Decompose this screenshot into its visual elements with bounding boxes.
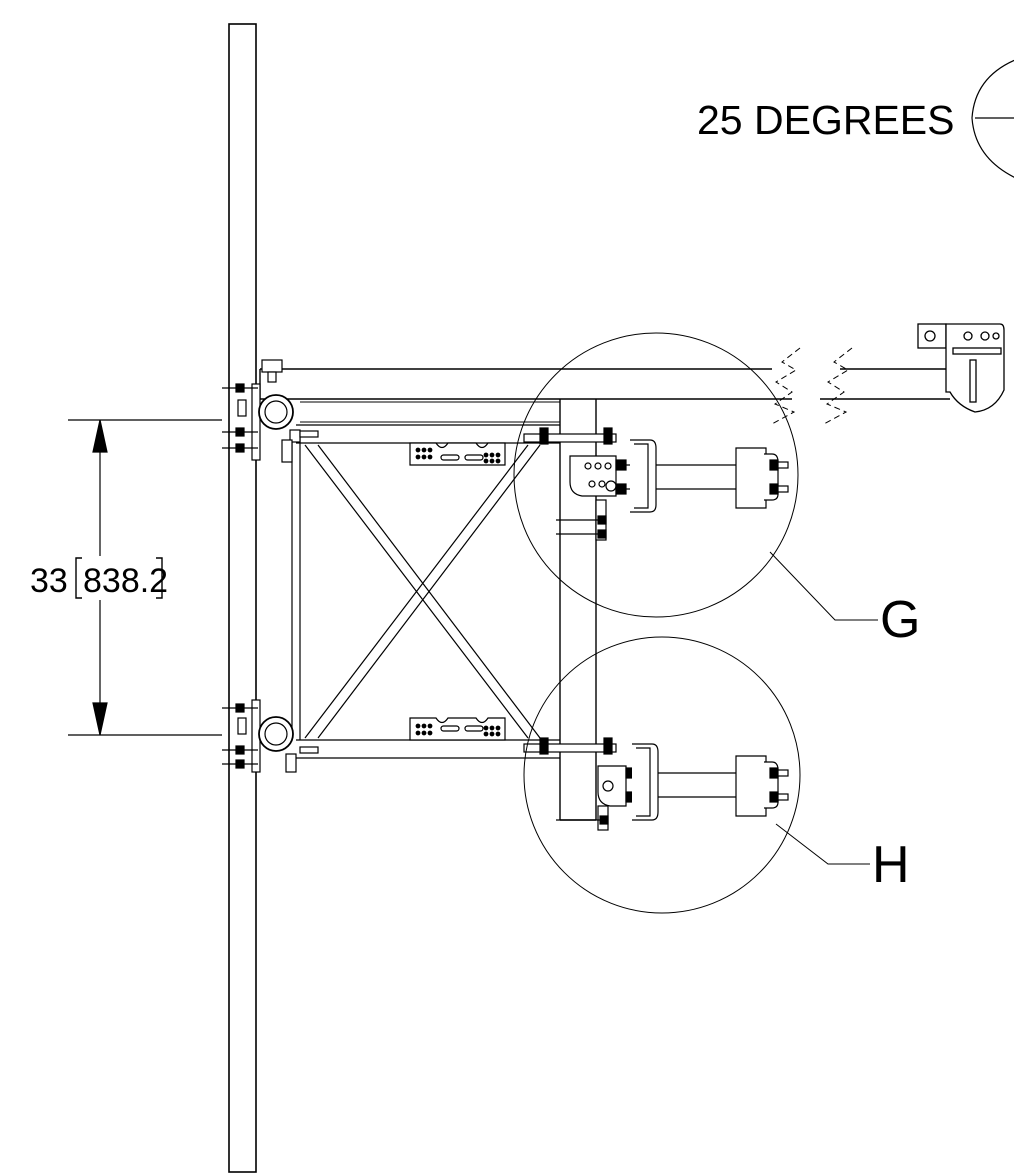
top-horizontal-arm bbox=[259, 368, 950, 423]
far-right-bracket bbox=[917, 323, 1005, 413]
dimension-metric: 838.2 bbox=[83, 562, 168, 600]
lower-crossbar bbox=[296, 739, 560, 759]
detail-label-h: H bbox=[872, 836, 910, 894]
detail-label-g: G bbox=[880, 591, 920, 649]
left-frame-post bbox=[291, 435, 301, 740]
arm-break-lines bbox=[771, 347, 853, 425]
lower-pole-clamp bbox=[222, 699, 319, 773]
upper-pole-clamp bbox=[222, 359, 319, 463]
lower-perforated-plate bbox=[409, 717, 506, 741]
x-bracing bbox=[304, 444, 541, 739]
detail-circle-g bbox=[513, 332, 878, 621]
lower-antenna-mount bbox=[523, 737, 789, 831]
angle-arc bbox=[971, 59, 1014, 178]
detail-circle-h bbox=[523, 636, 870, 914]
upper-perforated-plate bbox=[409, 442, 506, 466]
dimension-text-group: 33 838.2 bbox=[30, 556, 170, 600]
angle-label: 25 DEGREES bbox=[697, 97, 955, 143]
vertical-pole bbox=[228, 23, 257, 1173]
dimension-value: 33 bbox=[30, 562, 68, 600]
upper-antenna-mount bbox=[523, 427, 789, 541]
